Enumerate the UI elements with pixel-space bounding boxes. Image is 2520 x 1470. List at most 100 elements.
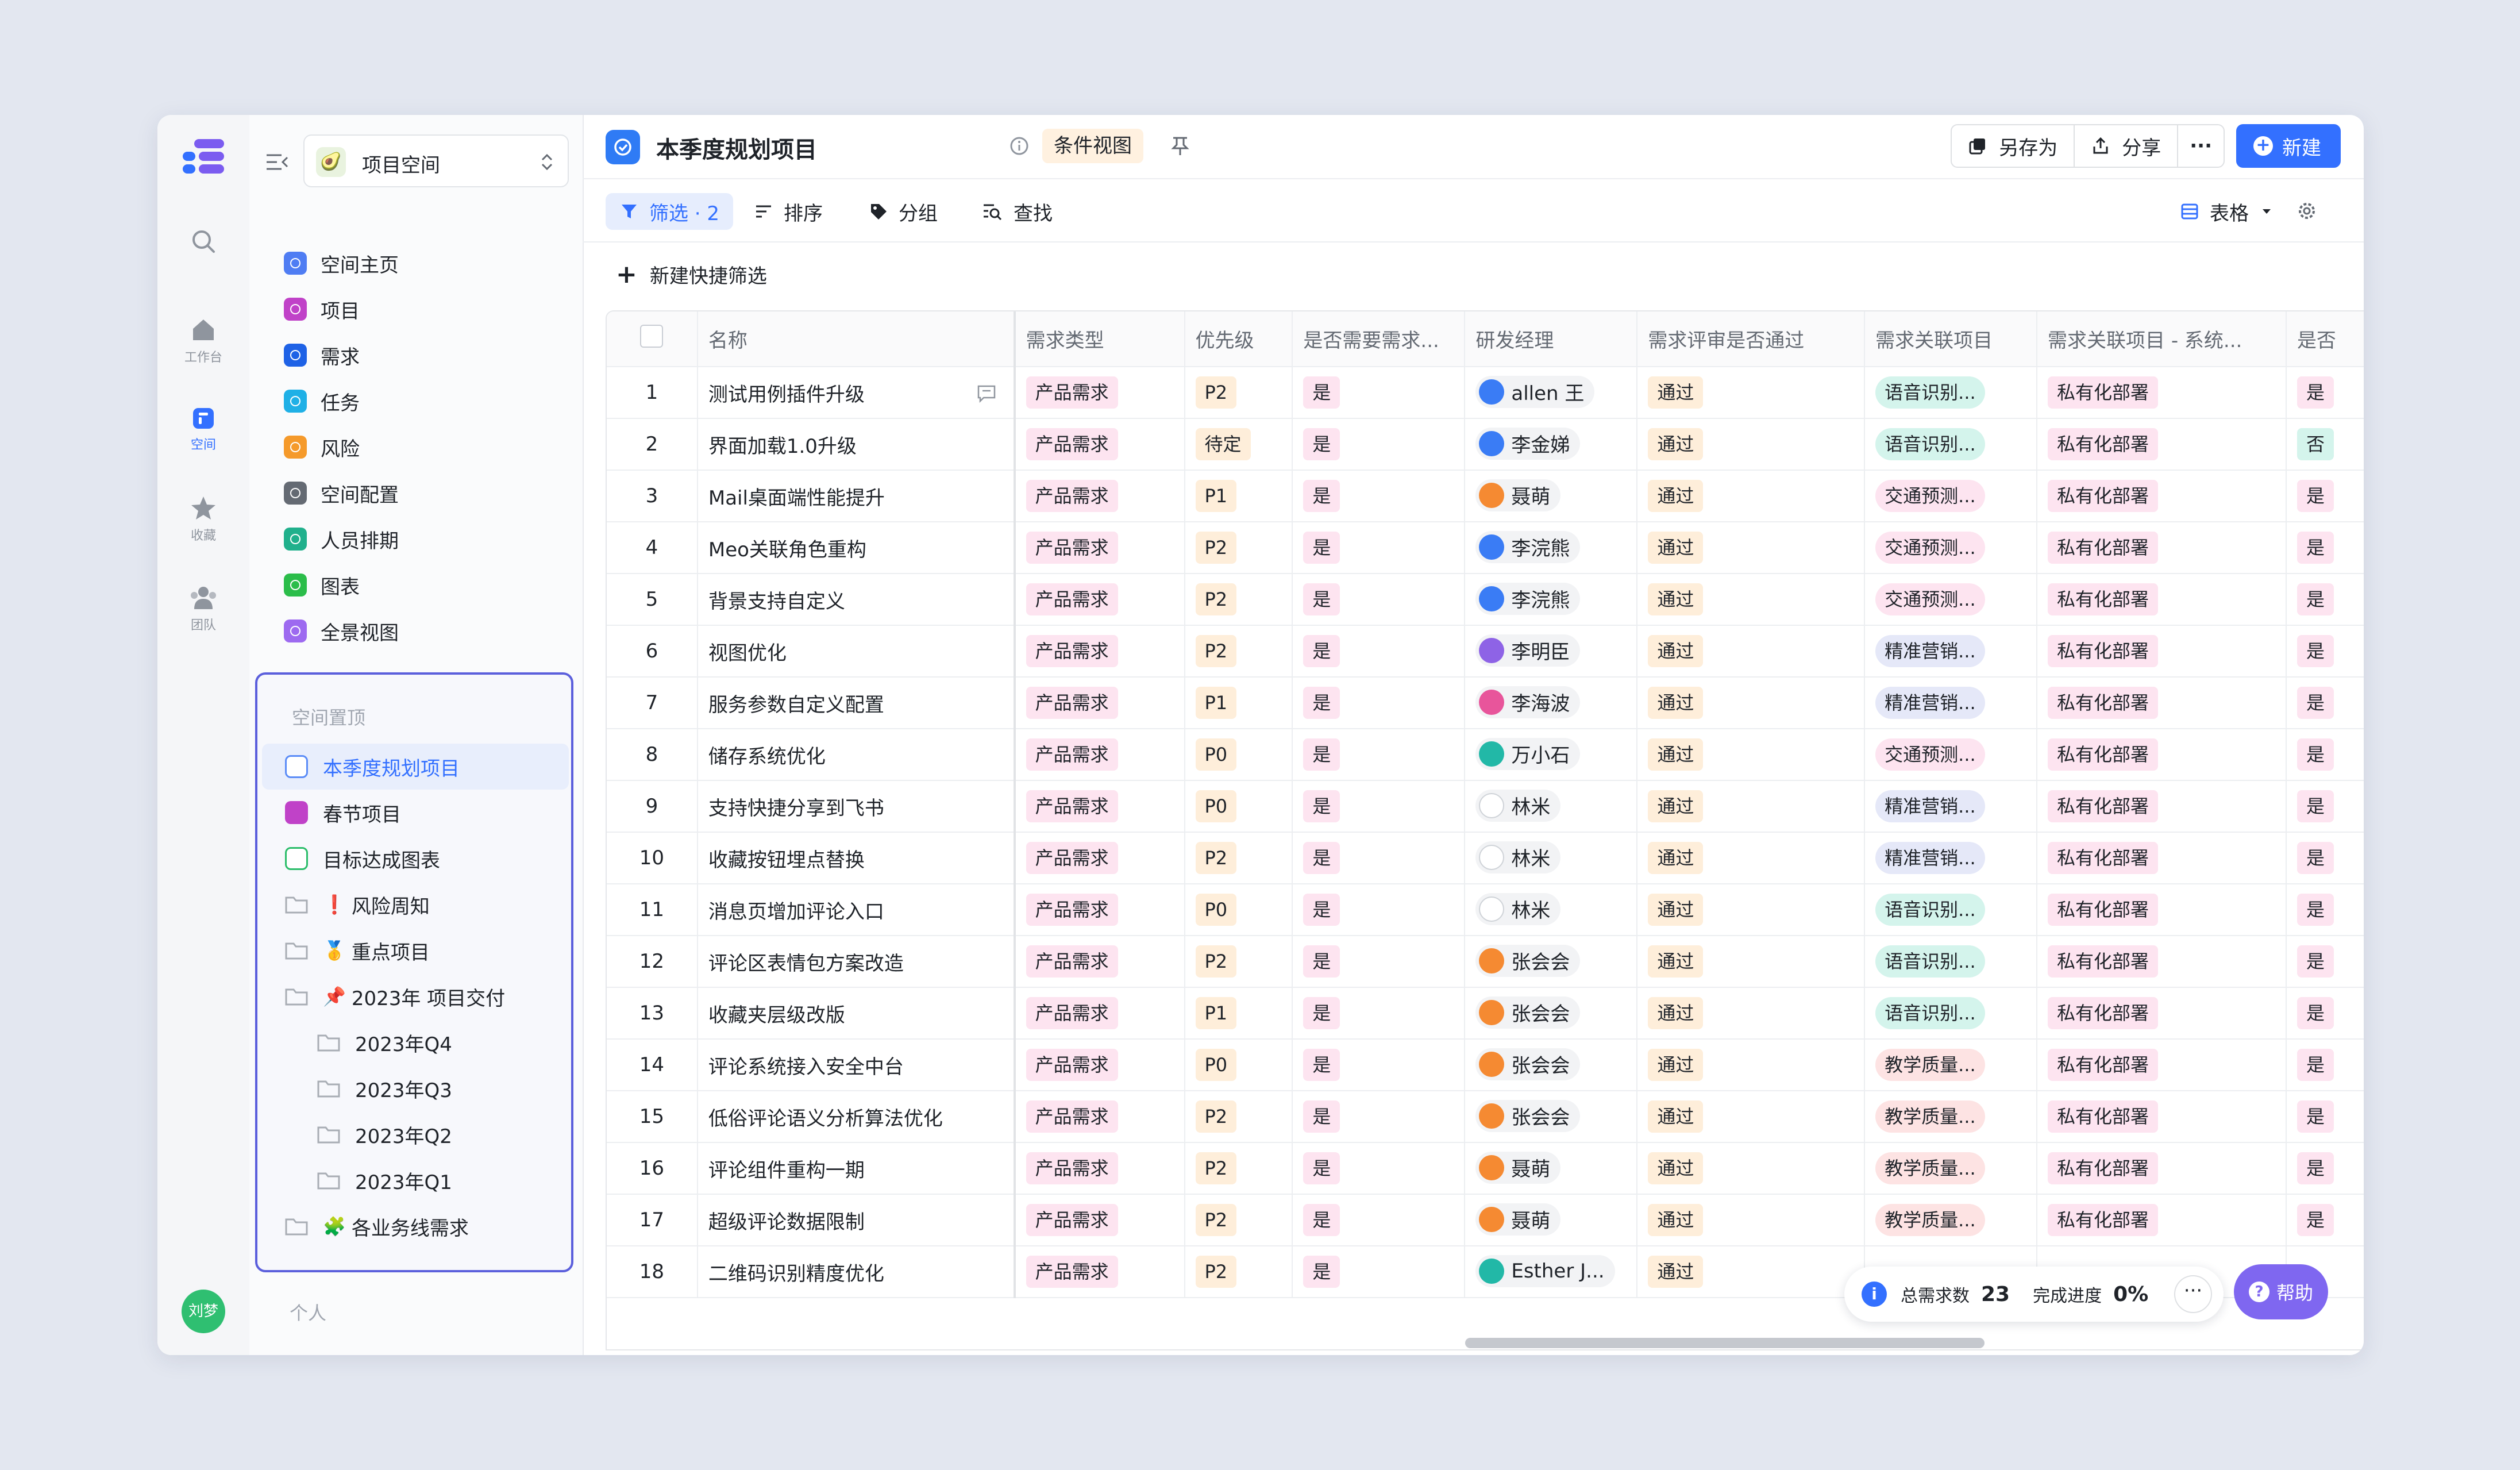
name-cell[interactable]: 消息页增加评论入口 [697,884,1016,936]
manager-cell[interactable]: 李金娣 [1465,418,1638,471]
priority-cell[interactable]: 待定 [1184,418,1293,471]
priority-cell[interactable]: P2 [1184,936,1293,988]
type-cell[interactable]: 产品需求 [1014,1246,1185,1298]
column-header-2[interactable]: 优先级 [1184,311,1293,367]
manager-cell[interactable]: 林米 [1465,780,1638,833]
manager-chip[interactable]: 张会会 [1475,1099,1581,1132]
pinned-item-8[interactable]: 2023年Q2 [262,1111,569,1157]
system-cell[interactable]: 私有化部署 [2037,367,2287,419]
last-cell[interactable]: 是 [2286,780,2364,833]
manager-cell[interactable]: 林米 [1465,884,1638,936]
priority-cell[interactable]: P1 [1184,677,1293,729]
manager-cell[interactable]: 聂萌 [1465,1194,1638,1246]
review-cell[interactable]: 通过 [1637,1194,1866,1246]
manager-cell[interactable]: 聂萌 [1465,1142,1638,1195]
type-cell[interactable]: 产品需求 [1014,1194,1185,1246]
last-cell[interactable]: 是 [2286,987,2364,1040]
manager-chip[interactable]: 张会会 [1475,944,1581,977]
manager-chip[interactable]: 林米 [1475,841,1561,873]
manager-cell[interactable]: 李浣熊 [1465,522,1638,574]
priority-cell[interactable]: P2 [1184,1194,1293,1246]
manager-chip[interactable]: 李浣熊 [1475,530,1581,563]
more-button[interactable]: ··· [2178,125,2224,167]
pinned-item-3[interactable]: ❗风险周知 [262,882,569,928]
type-cell[interactable]: 产品需求 [1014,780,1185,833]
manager-chip[interactable]: 李金娣 [1475,427,1581,460]
system-cell[interactable]: 私有化部署 [2037,936,2287,988]
need-doc-cell[interactable]: 是 [1292,832,1466,884]
need-doc-cell[interactable]: 是 [1292,470,1466,522]
project-cell[interactable]: 教学质量... [1864,1142,2038,1195]
name-cell[interactable]: 低俗评论语义分析算法优化 [697,1091,1016,1143]
rail-team[interactable]: 团队 [157,584,249,633]
manager-chip[interactable]: 李明臣 [1475,634,1581,667]
need-doc-cell[interactable]: 是 [1292,1091,1466,1143]
column-header-0[interactable]: 名称 [697,311,1016,367]
name-cell[interactable]: 背景支持自定义 [697,574,1016,626]
column-header-1[interactable]: 需求类型 [1014,311,1185,367]
name-cell[interactable]: 收藏夹层级改版 [697,987,1016,1040]
name-cell[interactable]: 视图优化 [697,625,1016,678]
project-cell[interactable]: 交通预测... [1864,729,2038,781]
project-cell[interactable]: 精准营销... [1864,780,2038,833]
priority-cell[interactable]: P2 [1184,832,1293,884]
manager-cell[interactable]: 张会会 [1465,1091,1638,1143]
last-cell[interactable]: 是 [2286,729,2364,781]
sidebar-item-5[interactable]: 空间配置 [284,470,399,516]
pinned-item-1[interactable]: 春节项目 [262,790,569,836]
group-button[interactable]: 分组 [869,193,938,230]
type-cell[interactable]: 产品需求 [1014,470,1185,522]
system-cell[interactable]: 私有化部署 [2037,780,2287,833]
pinned-item-6[interactable]: 2023年Q4 [262,1019,569,1065]
review-cell[interactable]: 通过 [1637,1142,1866,1195]
manager-chip[interactable]: 聂萌 [1475,479,1561,511]
need-doc-cell[interactable]: 是 [1292,884,1466,936]
pinned-item-9[interactable]: 2023年Q1 [262,1157,569,1203]
system-cell[interactable]: 私有化部署 [2037,1142,2287,1195]
type-cell[interactable]: 产品需求 [1014,987,1185,1040]
project-cell[interactable]: 语音识别... [1864,367,2038,419]
priority-cell[interactable]: P2 [1184,574,1293,626]
type-cell[interactable]: 产品需求 [1014,418,1185,471]
priority-cell[interactable]: P2 [1184,1142,1293,1195]
name-cell[interactable]: Meo关联角色重构 [697,522,1016,574]
manager-chip[interactable]: 聂萌 [1475,1151,1561,1184]
name-cell[interactable]: 评论组件重构一期 [697,1142,1016,1195]
review-cell[interactable]: 通过 [1637,987,1866,1040]
column-header-4[interactable]: 研发经理 [1465,311,1638,367]
sidebar-item-2[interactable]: 需求 [284,332,399,378]
info-icon[interactable] [1009,136,1030,156]
priority-cell[interactable]: P2 [1184,367,1293,419]
new-button[interactable]: + 新建 [2236,124,2341,168]
type-cell[interactable]: 产品需求 [1014,1091,1185,1143]
manager-cell[interactable]: 聂萌 [1465,470,1638,522]
name-cell[interactable]: 界面加载1.0升级 [697,418,1016,471]
sidebar-item-0[interactable]: 空间主页 [284,240,399,286]
review-cell[interactable]: 通过 [1637,884,1866,936]
need-doc-cell[interactable]: 是 [1292,625,1466,678]
condition-view-tag[interactable]: 条件视图 [1042,129,1143,163]
manager-chip[interactable]: 林米 [1475,892,1561,925]
priority-cell[interactable]: P2 [1184,1246,1293,1298]
name-cell[interactable]: 支持快捷分享到飞书 [697,780,1016,833]
priority-cell[interactable]: P1 [1184,470,1293,522]
manager-chip[interactable]: 张会会 [1475,996,1581,1029]
manager-cell[interactable]: 林米 [1465,832,1638,884]
manager-cell[interactable]: 万小石 [1465,729,1638,781]
pin-icon[interactable] [1169,134,1192,157]
save-as-button[interactable]: 另存为 [1952,125,2075,167]
new-quick-filter-button[interactable]: + 新建快捷筛选 [616,260,767,289]
pinned-item-4[interactable]: 🥇重点项目 [262,928,569,973]
name-cell[interactable]: Mail桌面端性能提升 [697,470,1016,522]
name-cell[interactable]: 储存系统优化 [697,729,1016,781]
review-cell[interactable]: 通过 [1637,367,1866,419]
review-cell[interactable]: 通过 [1637,936,1866,988]
last-cell[interactable]: 是 [2286,1142,2364,1195]
